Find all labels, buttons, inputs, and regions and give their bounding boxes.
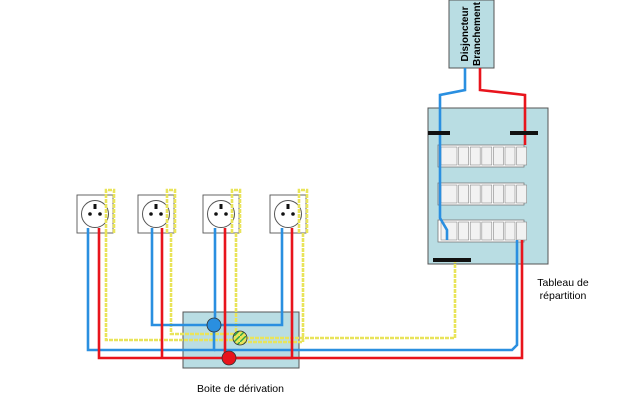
- breaker-module: [458, 221, 469, 241]
- panel-label-line1: Tableau de: [537, 277, 589, 289]
- breaker-module: [481, 221, 493, 241]
- neutral-connector: [206, 317, 222, 333]
- neutral-internal: [438, 135, 449, 240]
- neutral-feed-in: [438, 68, 467, 131]
- panel-label-line2: répartition: [539, 290, 587, 302]
- neutral-wire-1: [86, 228, 216, 352]
- breaker-module: [440, 184, 458, 204]
- breaker-module: [516, 221, 527, 241]
- neutral-bus-bar: [428, 131, 450, 135]
- breaker-module: [458, 184, 469, 204]
- phase-feed-in: [478, 68, 527, 131]
- breaker-row-2: [437, 182, 527, 206]
- earth-wire-socket-4: [297, 188, 309, 233]
- junction-box-label: Boite de dérivation: [197, 383, 284, 395]
- earth-wire-socket-2: [165, 188, 177, 233]
- earth-connector: [232, 330, 248, 346]
- breaker-module: [516, 146, 527, 166]
- breaker-module: [493, 221, 504, 241]
- earth-bus-bar: [433, 258, 471, 262]
- earth-wire-socket-1: [104, 188, 116, 233]
- socket-4: [269, 194, 307, 234]
- breaker-module: [440, 146, 458, 166]
- breaker-box: [448, 0, 495, 69]
- breaker-module: [504, 221, 516, 241]
- breaker-module: [469, 221, 481, 241]
- breaker-label-line1: Disjoncteur: [459, 6, 471, 62]
- earth-wire-1: [104, 233, 240, 342]
- neutral-wire-panel: [214, 240, 519, 352]
- phase-wire-1: [97, 228, 229, 360]
- breaker-module: [504, 146, 516, 166]
- breaker-module: [481, 146, 493, 166]
- breaker-module: [469, 184, 481, 204]
- phase-bus-bar: [510, 131, 538, 135]
- breaker-module: [469, 146, 481, 166]
- earth-wire-4: [240, 233, 305, 344]
- breaker-module: [504, 184, 516, 204]
- breaker-row-3: [437, 219, 527, 243]
- breaker-module: [481, 184, 493, 204]
- phase-wire-panel: [229, 240, 524, 360]
- breaker-label: Disjoncteur Branchement: [449, 0, 494, 68]
- panel-label: Tableau de répartition: [528, 277, 598, 303]
- neutral-wire-2: [150, 228, 214, 327]
- neutral-wire-4: [214, 228, 284, 327]
- earth-wire-socket-3: [230, 188, 242, 233]
- breaker-module: [493, 146, 504, 166]
- socket-2: [137, 194, 175, 234]
- phase-connector: [221, 350, 237, 366]
- earth-wire-panel: [240, 262, 457, 340]
- earth-wire-2: [169, 233, 240, 336]
- socket-1: [76, 194, 114, 234]
- breaker-module: [458, 146, 469, 166]
- socket-3: [202, 194, 240, 234]
- breaker-module: [516, 184, 527, 204]
- breaker-module: [493, 184, 504, 204]
- breaker-label-line2: Branchement: [471, 2, 483, 66]
- breaker-row-1: [437, 144, 527, 168]
